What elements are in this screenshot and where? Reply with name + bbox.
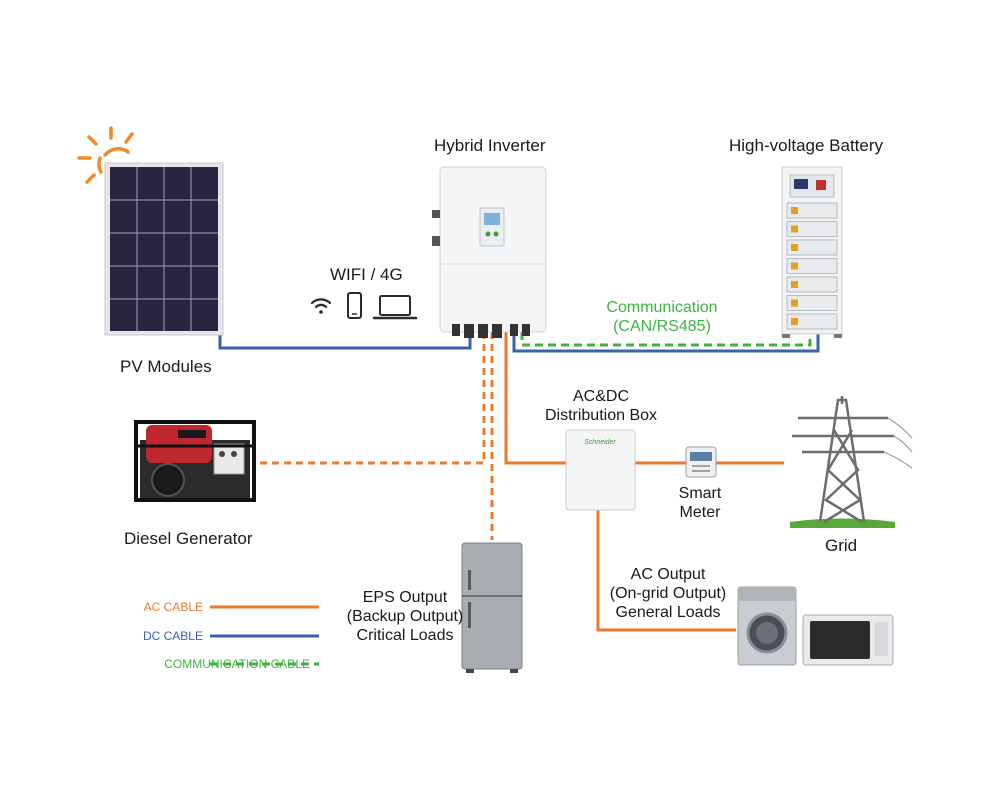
dc-cable-battery (512, 332, 820, 353)
label-eps-line1: EPS Output (362, 589, 448, 606)
solar-panel-icon (104, 162, 224, 336)
label-ac-output-line2: (On-grid Output) (609, 585, 727, 602)
label-smart-meter-line2: Meter (679, 504, 721, 521)
label-eps-line3: Critical Loads (356, 627, 454, 644)
label-grid: Grid (825, 536, 858, 555)
refrigerator-icon (461, 542, 523, 673)
label-distribution-line1: AC&DC (572, 388, 629, 405)
dc-cable-pv (218, 332, 472, 350)
battery-terminal (791, 318, 798, 325)
label-diesel-generator: Diesel Generator (124, 529, 253, 548)
label-distribution-box: AC&DC Distribution Box (536, 387, 666, 425)
pylon-icon (790, 396, 913, 528)
label-distribution-line2: Distribution Box (544, 407, 658, 424)
wifi-icon (310, 298, 332, 314)
battery-module (786, 313, 838, 330)
ac-cable-generator (260, 332, 486, 465)
label-pv-modules: PV Modules (120, 357, 212, 376)
svg-text:Schneider: Schneider (584, 439, 616, 446)
label-communication-line2: (CAN/RS485) (613, 318, 711, 335)
label-eps-output: EPS Output (Backup Output) Critical Load… (340, 588, 470, 645)
battery-terminal (791, 225, 798, 233)
laptop-icon (372, 295, 418, 320)
battery-rack-icon (781, 166, 843, 338)
legend-ac-label: AC CABLE (143, 600, 203, 614)
microwave-icon (802, 614, 894, 666)
battery-module (786, 202, 838, 219)
legend-dc-label: DC CABLE (142, 629, 203, 643)
label-ac-output-line1: AC Output (630, 566, 706, 583)
battery-module (786, 276, 838, 293)
label-communication: Communication (CAN/RS485) (600, 298, 724, 336)
label-communication-line1: Communication (606, 299, 718, 316)
washing-machine-icon (737, 586, 797, 666)
legend-lines (210, 605, 319, 666)
battery-terminal (791, 244, 798, 251)
communication-cable (520, 332, 812, 347)
distribution-box-icon: Schneider (565, 429, 636, 511)
battery-terminal (791, 262, 798, 270)
legend-comm-label: COMMUNICATION CABLE (164, 657, 310, 671)
label-wifi: WIFI / 4G (330, 265, 403, 284)
label-smart-meter: Smart Meter (670, 484, 730, 522)
label-battery: High-voltage Battery (729, 136, 884, 155)
label-hybrid-inverter: Hybrid Inverter (434, 136, 546, 155)
battery-terminal (791, 299, 798, 307)
inverter-icon (432, 166, 547, 338)
battery-module (786, 239, 838, 256)
battery-module (786, 221, 838, 237)
generator-icon (134, 420, 256, 502)
battery-terminal (791, 207, 798, 214)
label-ac-output: AC Output (On-grid Output) General Loads (600, 565, 736, 622)
phone-icon (347, 292, 362, 319)
cables (218, 332, 820, 632)
battery-module (786, 295, 838, 311)
label-eps-line2: (Backup Output) (346, 608, 464, 625)
label-smart-meter-line1: Smart (678, 485, 722, 502)
label-ac-output-line3: General Loads (615, 604, 721, 621)
battery-module (786, 258, 838, 274)
ac-cable-distribution (504, 332, 566, 465)
ac-cable-loads (596, 510, 736, 632)
sun-icon (77, 126, 134, 184)
battery-terminal (791, 281, 798, 288)
smart-meter-icon (685, 446, 717, 478)
